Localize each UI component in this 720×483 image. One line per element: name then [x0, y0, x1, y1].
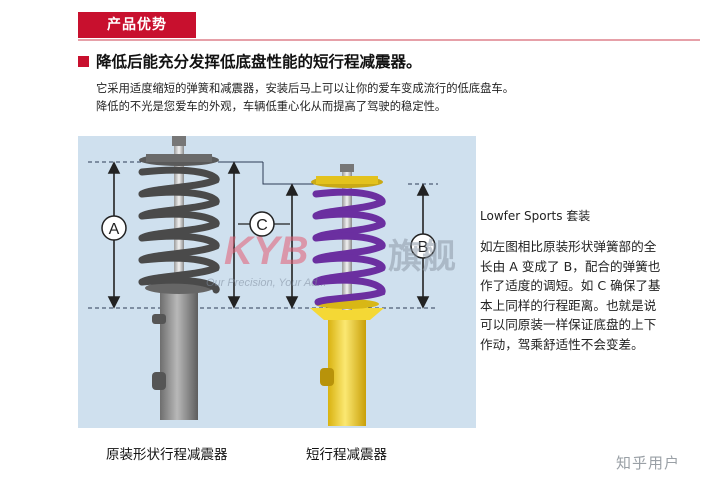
- sport-shock-absorber: [310, 164, 384, 426]
- sport-spring: [312, 188, 386, 306]
- product-line-2: 长由 A 变成了 B，配合的弹簧也: [480, 258, 661, 274]
- label-c: C: [256, 217, 268, 234]
- description-line-1: 它采用适度缩短的弹簧和减震器，安装后马上可以让你的爱车变成流行的低底盘车。: [96, 82, 514, 95]
- caption-stock: 原装形状行程减震器: [106, 447, 228, 463]
- bullet-square-icon: [78, 56, 89, 67]
- dimension-c: [227, 161, 299, 309]
- caption-sport: 短行程减震器: [306, 447, 387, 463]
- shock-absorber-diagram: A C B KYB 旗舰 Our Precision, Your Ad...: [78, 136, 476, 428]
- product-line-6: 作动，驾乘舒适性不会变差。: [480, 336, 644, 352]
- product-line-4: 本上同样的行程距离。也就是说: [480, 297, 657, 313]
- watermark-store: 旗舰: [388, 237, 456, 277]
- section-badge: 产品优势: [78, 12, 196, 38]
- product-line-5: 可以同原装一样保证底盘的上下: [480, 317, 657, 332]
- watermark-brand: KYB: [224, 229, 308, 273]
- stock-shock-absorber: [139, 136, 219, 420]
- section-divider: [78, 39, 700, 41]
- watermark-slogan: Our Precision, Your Ad...: [206, 277, 326, 289]
- product-line-3: 作了适度的调短。如 C 确保了基: [480, 278, 661, 293]
- label-b-badge: B: [410, 233, 436, 259]
- label-a-badge: A: [101, 215, 127, 241]
- description-line-2: 降低的不光是您爱车的外观，车辆低重心化从而提高了驾驶的稳定性。: [96, 100, 447, 113]
- product-line-1: 如左图相比原装形状弹簧部的全: [480, 239, 657, 254]
- label-c-badge: C: [249, 211, 275, 237]
- brand-watermark: KYB 旗舰 Our Precision, Your Ad...: [206, 229, 456, 289]
- product-title: Lowfer Sports 套装: [480, 209, 591, 223]
- site-watermark: 知乎用户: [616, 454, 681, 472]
- headline: 降低后能充分发挥低底盘性能的短行程减震器。: [96, 53, 422, 71]
- product-description: 如左图相比原装形状弹簧部的全 长由 A 变成了 B，配合的弹簧也 作了适度的调短…: [480, 237, 692, 354]
- label-a: A: [109, 221, 120, 238]
- label-b: B: [418, 239, 429, 256]
- stock-spring: [138, 166, 220, 294]
